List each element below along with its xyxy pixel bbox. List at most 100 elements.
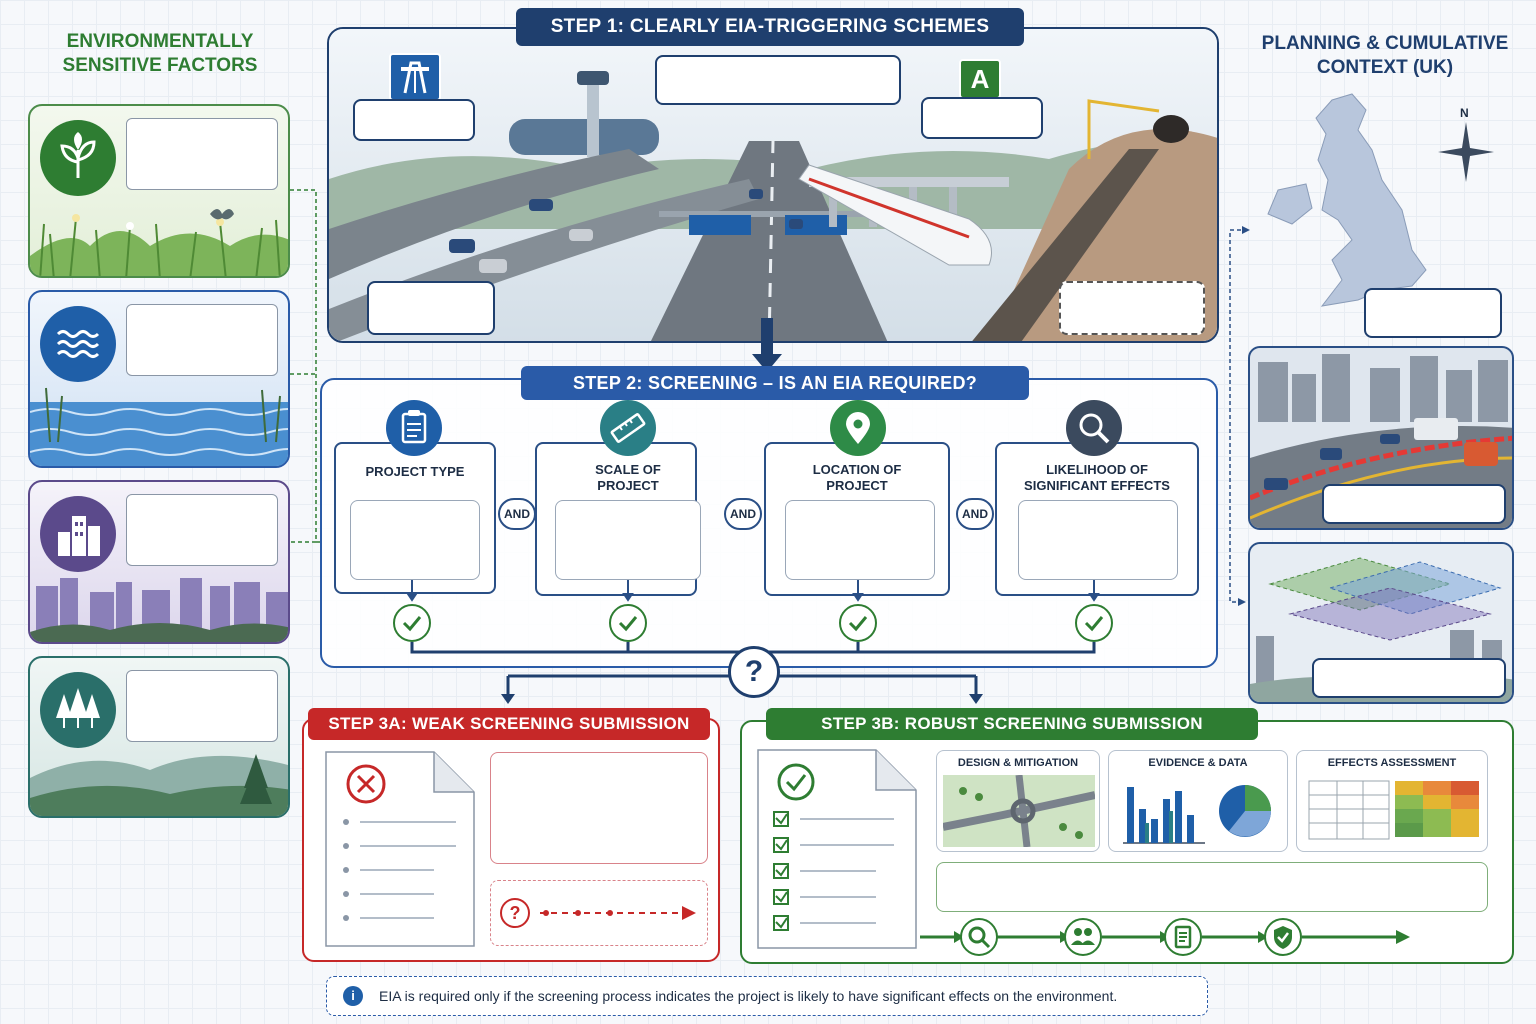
section-design-mitigation: DESIGN & MITIGATION xyxy=(936,750,1100,852)
and-connector-3: AND xyxy=(956,498,994,530)
criterion-label-line1: PROJECT TYPE xyxy=(365,464,465,479)
decision-branches xyxy=(501,674,983,704)
right-connector xyxy=(1229,226,1250,606)
and-connector-2: AND xyxy=(724,498,762,530)
weak-submission-label-box xyxy=(490,752,708,864)
planning-context-title-line1: PLANNING & CUMULATIVE xyxy=(1261,33,1509,54)
criterion-box-project-type xyxy=(350,500,480,580)
evidence-chart-illustration xyxy=(1123,785,1271,844)
robust-submission-label-box xyxy=(936,862,1488,912)
environmental-factors-title-line2: SENSITIVE FACTORS xyxy=(62,55,258,76)
effects-matrix-illustration xyxy=(1308,780,1479,840)
location-pin-icon xyxy=(830,400,886,456)
section-label-evidence-data: EVIDENCE & DATA xyxy=(1148,757,1248,769)
shield-check-icon xyxy=(1264,918,1302,956)
criterion-label-line1: LIKELIHOOD OF xyxy=(1046,462,1148,477)
section-label-design-mitigation: DESIGN & MITIGATION xyxy=(957,757,1079,769)
traffic-label-box xyxy=(1322,484,1506,524)
planning-context-title-line2: CONTEXT (UK) xyxy=(1316,57,1454,78)
uk-map-icon xyxy=(1267,93,1427,307)
step3b-title: STEP 3B: ROBUST SCREENING SUBMISSION xyxy=(766,708,1258,740)
criterion-label-location: LOCATION OF PROJECT xyxy=(784,462,930,494)
decision-symbol: ? xyxy=(744,655,764,688)
check-icon-likelihood xyxy=(1075,604,1113,642)
a-road-sign-letter: A xyxy=(970,64,990,94)
step1-label-box-motorway xyxy=(353,99,475,141)
planning-context-title: PLANNING & CUMULATIVE CONTEXT (UK) xyxy=(1240,32,1530,80)
criterion-label-line2: PROJECT xyxy=(597,478,659,493)
step1-label-box-road xyxy=(921,97,1043,139)
check-icon-scale xyxy=(609,604,647,642)
cumulative-label-box xyxy=(1312,658,1506,698)
section-evidence-data: EVIDENCE & DATA xyxy=(1108,750,1288,852)
criterion-label-line2: SIGNIFICANT EFFECTS xyxy=(1024,478,1170,493)
factor-label-box-biodiversity xyxy=(126,118,278,190)
document-icon xyxy=(1164,918,1202,956)
step1-label-box-interchange xyxy=(367,281,495,335)
step1-title: STEP 1: CLEARLY EIA-TRIGGERING SCHEMES xyxy=(516,8,1024,46)
clipboard-icon xyxy=(386,400,442,456)
step1-to-step2-arrow xyxy=(752,318,782,372)
site-plan-illustration xyxy=(943,775,1095,847)
criterion-label-line1: LOCATION OF xyxy=(812,462,902,477)
criterion-box-scale xyxy=(555,500,701,580)
compass-icon xyxy=(1438,122,1494,182)
trees-icon xyxy=(40,672,116,748)
info-icon-letter: i xyxy=(351,988,355,1003)
question-symbol: ? xyxy=(509,903,521,923)
info-icon: i xyxy=(343,986,363,1006)
criterion-label-line1: SCALE OF xyxy=(595,462,661,477)
landscape-illustration xyxy=(30,754,288,816)
question-icon: ? xyxy=(500,898,530,928)
leaf-icon xyxy=(40,120,116,196)
factor-label-box-landscape xyxy=(126,670,278,742)
factor-card-biodiversity xyxy=(28,104,290,278)
step2-title: STEP 2: SCREENING – IS AN EIA REQUIRED? xyxy=(521,366,1029,400)
factor-card-urban xyxy=(28,480,290,644)
cumulative-layers-illustration xyxy=(1250,557,1512,702)
info-text: EIA is required only if the screening pr… xyxy=(379,988,1118,1004)
criterion-label-line2: PROJECT xyxy=(826,478,888,493)
step1-label-box-rail xyxy=(1059,281,1205,335)
ruler-icon xyxy=(600,400,656,456)
environmental-factors-title: ENVIRONMENTALLY SENSITIVE FACTORS xyxy=(30,30,290,78)
water-waves-icon xyxy=(40,306,116,382)
check-icon-location xyxy=(839,604,877,642)
factor-card-water xyxy=(28,290,290,468)
compass-label: N xyxy=(1460,106,1469,120)
people-icon xyxy=(1064,918,1102,956)
factor-card-landscape xyxy=(28,656,290,818)
meadow-illustration xyxy=(30,209,288,276)
criterion-label-scale: SCALE OF PROJECT xyxy=(555,462,701,494)
a-road-sign-icon: A xyxy=(959,59,1001,99)
info-bar: i EIA is required only if the screening … xyxy=(326,976,1208,1016)
context-card-cumulative xyxy=(1248,542,1514,704)
step1-label-box-airport xyxy=(655,55,901,105)
water-illustration xyxy=(30,387,288,466)
criterion-box-location xyxy=(785,500,935,580)
check-icon-project-type xyxy=(393,604,431,642)
uncertain-path-arrow xyxy=(540,906,696,920)
step1-panel: A xyxy=(327,27,1219,343)
environmental-factors-title-line1: ENVIRONMENTALLY xyxy=(66,31,254,52)
factor-label-box-urban xyxy=(126,494,278,566)
and-connector-1: AND xyxy=(498,498,536,530)
context-card-traffic xyxy=(1248,346,1514,530)
step3a-title: STEP 3A: WEAK SCREENING SUBMISSION xyxy=(308,708,710,740)
section-label-effects-assessment: EFFECTS ASSESSMENT xyxy=(1327,757,1457,769)
process-flow xyxy=(920,930,1410,944)
step3a-panel: ? xyxy=(302,718,720,962)
butterfly-icon xyxy=(210,209,234,220)
motorway-sign-icon xyxy=(389,53,441,101)
section-effects-assessment: EFFECTS ASSESSMENT xyxy=(1296,750,1488,852)
factor-label-box-water xyxy=(126,304,278,376)
magnifier-icon xyxy=(960,918,998,956)
weak-document-icon xyxy=(325,751,475,947)
criterion-label-project-type: PROJECT TYPE xyxy=(334,464,496,480)
uk-map-label-box xyxy=(1364,288,1502,338)
criterion-box-likelihood xyxy=(1018,500,1178,580)
skyline-illustration xyxy=(30,578,288,642)
decision-node: ? xyxy=(728,646,780,698)
magnifier-icon xyxy=(1066,400,1122,456)
buildings-icon xyxy=(40,496,116,572)
